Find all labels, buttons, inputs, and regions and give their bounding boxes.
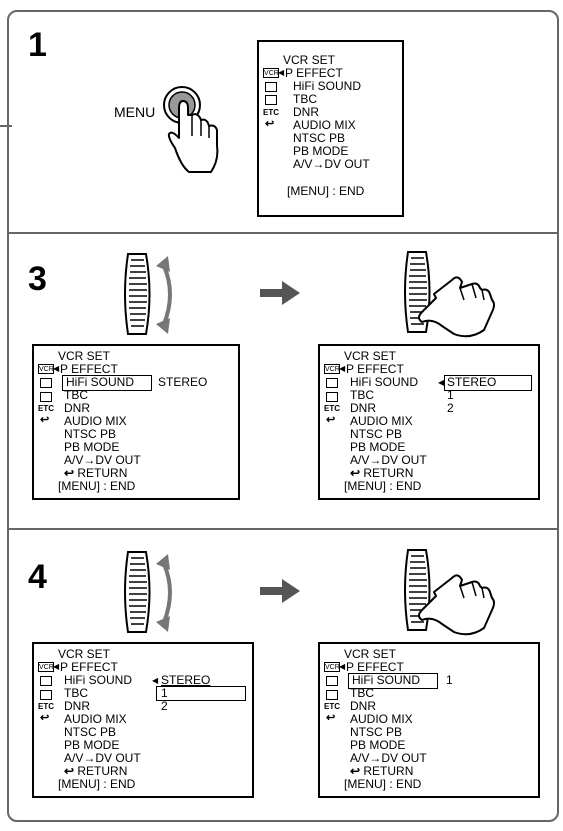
menu-screen-initial: VCR SET VCR ◀ P EFFECT HiFi SOUND TBC ET… [257,40,404,217]
step-number: 4 [28,560,47,594]
vcr-icon: VCR [38,662,54,672]
side-tick [0,125,12,127]
return-icon: ↩ [326,416,335,425]
vcr-icon: VCR [324,662,340,672]
section-divider [7,528,559,530]
tape-deck-icon [326,392,338,402]
tape-icon [326,676,338,686]
etc-icon: ETC [38,404,54,413]
next-arrow-icon [258,576,302,606]
pointer-icon: ◀ [53,364,59,374]
current-value: 1 [446,674,453,687]
pointer-icon: ◀ [53,662,59,672]
control-dial-rotate-icon [120,250,195,340]
return-icon: ↩ [40,416,49,425]
option: 2 [447,402,454,415]
tape-icon [40,378,52,388]
control-dial-rotate-icon [120,548,195,638]
option-selection-box [156,686,246,701]
press-menu-button-hand-icon [155,80,235,190]
screen-footer: [MENU] : END [344,480,421,493]
tape-icon [40,676,52,686]
return-icon: ↩ [40,714,49,723]
tape-deck-icon [326,690,338,700]
menu-screen-option-1-selected: VCR SET VCR ◀ P EFFECT HiFi SOUND ◀ STER… [32,642,254,798]
etc-icon: ETC [324,702,340,711]
screen-footer: [MENU] : END [344,778,421,791]
screen-footer: [MENU] : END [58,778,135,791]
step-number: 1 [28,28,47,62]
return-icon: ↩ [265,120,274,129]
pointer-icon: ◀ [339,662,345,672]
tape-deck-icon [40,392,52,402]
screen-footer: [MENU] : END [287,185,364,198]
tape-icon [265,82,277,92]
option-pointer-icon: ◀ [152,676,158,686]
press-dial-hand-icon [400,546,500,641]
menu-screen-hifi-set-1: VCR SET VCR ◀ P EFFECT HiFi SOUND 1 TBC … [318,642,540,798]
return-icon: ↩ [326,714,335,723]
pointer-icon: ◀ [278,68,284,78]
current-value: STEREO [158,376,207,389]
menu-button-label: MENU [114,104,155,120]
tape-icon [326,378,338,388]
etc-icon: ETC [263,108,279,117]
option: 2 [161,700,168,713]
menu-screen-hifi-options: VCR SET VCR ◀ P EFFECT HiFi SOUND ◀ STER… [318,344,540,500]
vcr-icon: VCR [38,364,54,374]
vcr-icon: VCR [263,68,279,78]
step-number: 3 [28,262,47,296]
tape-deck-icon [40,690,52,700]
pointer-icon: ◀ [339,364,345,374]
section-divider [7,232,559,234]
screen-footer: [MENU] : END [58,480,135,493]
etc-icon: ETC [38,702,54,711]
vcr-icon: VCR [324,364,340,374]
menu-screen-hifi-selected: VCR SET VCR ◀ P EFFECT HiFi SOUND STEREO… [32,344,240,500]
press-dial-hand-icon [400,248,500,343]
tape-deck-icon [265,95,277,105]
next-arrow-icon [258,278,302,308]
menu-item: A/V→DV OUT [293,158,370,171]
option-selected: STEREO [447,376,496,389]
etc-icon: ETC [324,404,340,413]
